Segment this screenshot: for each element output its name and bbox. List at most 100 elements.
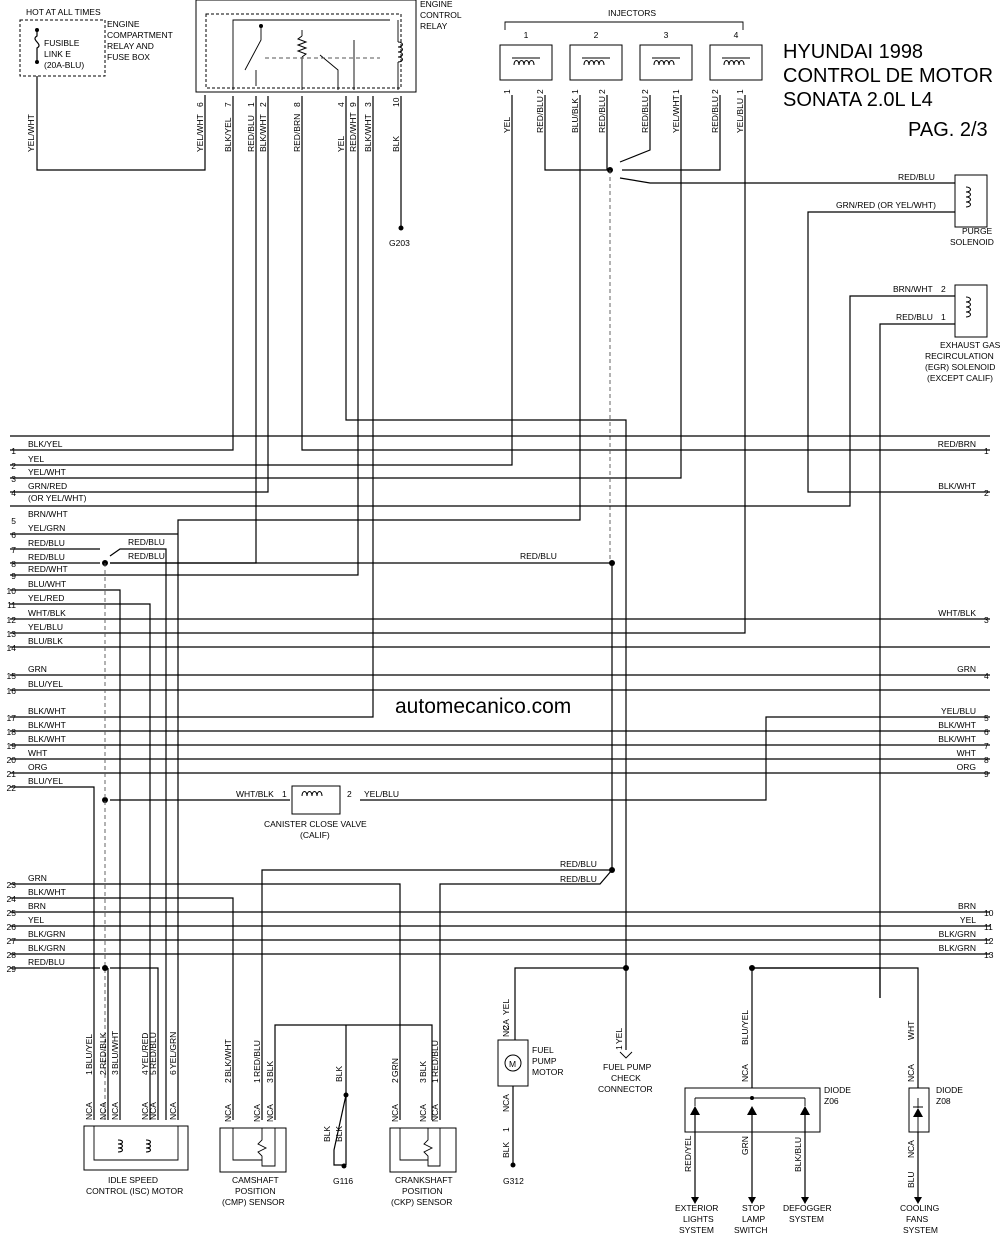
left-pin-9: 9 — [11, 571, 16, 581]
ckp-internal — [399, 1128, 441, 1167]
left-wire-color-4: GRN/RED — [28, 481, 67, 491]
left-wire-color-1: BLK/YEL — [28, 439, 63, 449]
title-line-3: SONATA 2.0L L4 — [783, 89, 933, 111]
left-pin-28: 28 — [7, 950, 17, 960]
canister-label-2: (CALIF) — [300, 830, 330, 840]
wire-blk-yel — [10, 96, 234, 451]
right-pin-6: 6 — [984, 727, 989, 737]
left-pin-12: 12 — [7, 615, 17, 625]
injector-box — [709, 44, 763, 81]
ckp-wire-1: RED/BLU — [430, 1040, 440, 1077]
exterior-label-1: EXTERIOR — [675, 1203, 718, 1213]
watermark: automecanico.com — [395, 695, 571, 718]
egr-label-2: RECIRCULATION — [925, 351, 994, 361]
isc-outline — [83, 1125, 189, 1171]
injector-number-2: 2 — [594, 30, 599, 40]
left-pin-4: 4 — [11, 488, 16, 498]
left-wire-color-7: RED/BLU — [28, 538, 65, 548]
fp-wire-bottom: BLK — [501, 1142, 511, 1158]
ckp-nca-3: NCA — [418, 1104, 428, 1122]
motor-icon — [504, 1054, 522, 1072]
cmp-label-2: POSITION — [235, 1186, 276, 1196]
wire-yel-ecr — [345, 96, 627, 968]
wire-inj4-redblu — [622, 95, 721, 171]
z06-diode-leads — [694, 1098, 806, 1106]
injector-box — [569, 44, 623, 81]
left-pin-20: 20 — [7, 755, 17, 765]
right-pin-3: 3 — [984, 615, 989, 625]
wire-canister-yelblu — [360, 716, 990, 801]
ckp-pin-1: 1 — [430, 1078, 440, 1083]
right-pin-13: 13 — [984, 950, 994, 960]
canister-wire-right: YEL/BLU — [364, 789, 399, 799]
left-pin-7: 7 — [11, 545, 16, 555]
ecr-wire-2: BLK/WHT — [258, 114, 268, 152]
right-wire-color-9: ORG — [957, 762, 976, 772]
isc-nca-6: NCA — [168, 1102, 178, 1120]
canister-coil-icon — [301, 791, 323, 797]
isc-pin-6: 6 — [168, 1070, 178, 1075]
ecr-inner — [205, 13, 402, 89]
injector-wire-1: YEL — [502, 117, 512, 133]
ecr-pin-10: 10 — [391, 97, 401, 107]
z06-wire-c: BLK/BLU — [793, 1137, 803, 1172]
isc-pin-2: 2 — [98, 1070, 108, 1075]
mid-red-blu-c: RED/BLU — [520, 551, 557, 561]
wire-ckp-redblu — [439, 869, 613, 1120]
right-wire-color-10: BRN — [958, 901, 976, 911]
wire-bus-upper — [752, 967, 881, 998]
fp-pin-top: 2 — [501, 1025, 511, 1030]
injector-pin-5: 2 — [640, 89, 650, 94]
injector-wire-4: RED/BLU — [597, 96, 607, 133]
fpc-pin: 1 — [614, 1045, 624, 1050]
injector-coil-icon — [583, 60, 605, 66]
left-wire-color-12: WHT/BLK — [28, 608, 66, 618]
diode-z06: BLU/YEL NCA DIODE Z06 RED/YEL GRN BLK/BL… — [675, 1010, 851, 1235]
page-number: PAG. 2/3 — [908, 119, 988, 141]
wire-red-blu-ecr — [110, 96, 257, 564]
stop-label-3: SWITCH — [734, 1225, 768, 1235]
left-pin-21: 21 — [7, 769, 17, 779]
isc-wire-4: YEL/RED — [140, 1033, 150, 1069]
isc-coil-icon-1 — [117, 1139, 123, 1153]
ckp-wire-3: BLK — [418, 1061, 428, 1077]
left-pin-17: 17 — [7, 713, 17, 723]
wire-purge-redblu — [619, 177, 955, 184]
isc-nca-3: NCA — [110, 1102, 120, 1120]
isc-pin-1: 1 — [84, 1070, 94, 1075]
cmp-wire-2: BLK/WHT — [223, 1039, 233, 1077]
left-pin-26: 26 — [7, 922, 17, 932]
isc-wire-1: BLU/YEL — [84, 1034, 94, 1069]
right-wire-color-13: BLK/GRN — [939, 943, 976, 953]
wire-g116-branch — [333, 1094, 347, 1166]
right-wire-color-12: BLK/GRN — [939, 929, 976, 939]
right-wire-color-8: WHT — [957, 748, 976, 758]
injector-pin-labels: 1YEL2RED/BLU1BLU/BLK2RED/BLU2RED/BLU1YEL… — [502, 89, 745, 133]
cmp-pin-1: 1 — [252, 1078, 262, 1083]
cmp-label-3: (CMP) SENSOR — [222, 1197, 285, 1207]
injector-pin-1: 1 — [502, 89, 512, 94]
mid-red-blu-a: RED/BLU — [128, 537, 165, 547]
canister-pin-2: 2 — [347, 789, 352, 799]
splice-isc — [102, 965, 108, 971]
left-wire-color-24: BLK/WHT — [28, 887, 66, 897]
ecr-wire-7: BLK/YEL — [223, 117, 233, 152]
wire-fp-yel — [514, 967, 626, 1040]
right-wire-color-4: GRN — [957, 664, 976, 674]
canister-close-valve: WHT/BLK 1 2 YEL/BLU CANISTER CLOSE VALVE… — [236, 785, 399, 840]
wire-sensor-ground — [274, 1024, 433, 1120]
ckp-nca-1: NCA — [430, 1104, 440, 1122]
wire-isc3-bluwht — [10, 589, 121, 1120]
cooling-label-2: FANS — [906, 1214, 929, 1224]
relay-box-label-3: RELAY AND — [107, 41, 154, 51]
left-pin-18: 18 — [7, 727, 17, 737]
wire-egr-brnwht — [10, 295, 955, 507]
left-pin-8: 8 — [11, 559, 16, 569]
ecr-outline — [195, 0, 417, 93]
ckp-wire-2: GRN — [390, 1058, 400, 1077]
fpc-label-3: CONNECTOR — [598, 1084, 653, 1094]
cmp-wire-3: BLK — [265, 1061, 275, 1077]
egr-label-3: (EGR) SOLENOID — [925, 362, 995, 372]
ecr-wire-10: BLK — [391, 136, 401, 152]
ecr-pin-7: 7 — [223, 102, 233, 107]
